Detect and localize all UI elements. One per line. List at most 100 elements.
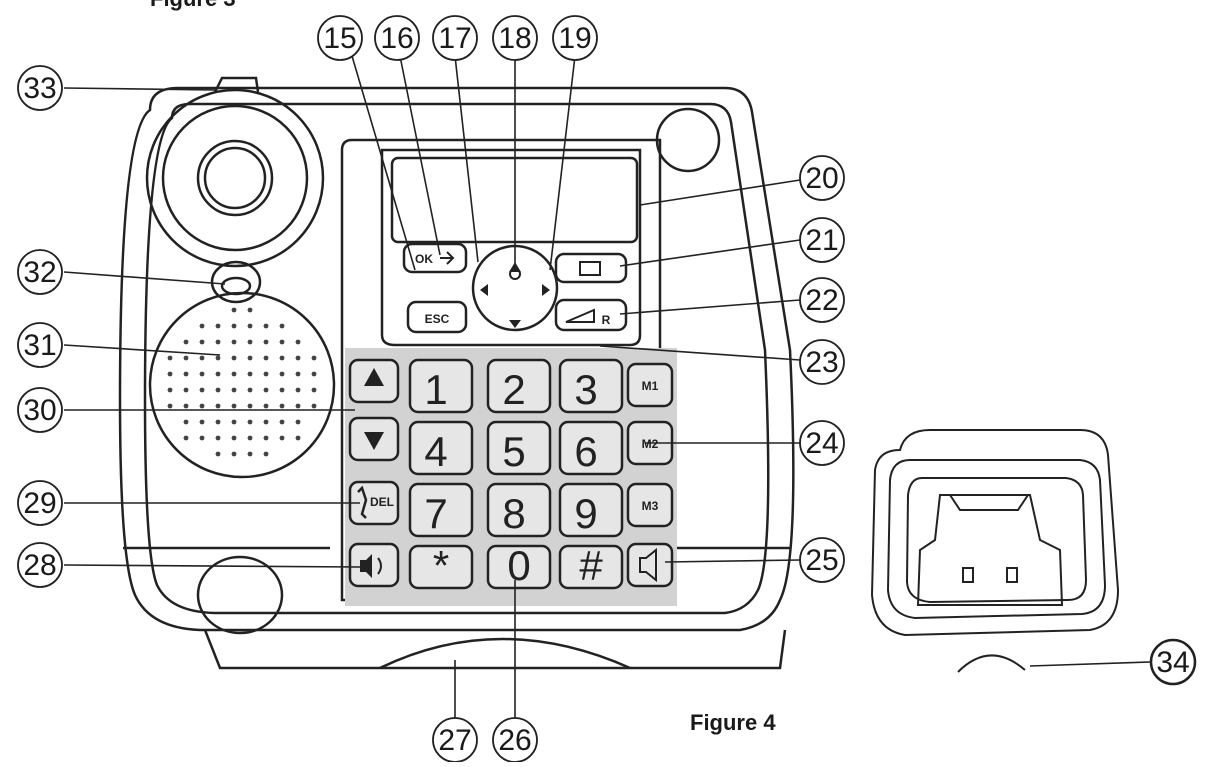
charger-cradle-top	[949, 494, 1029, 511]
phonebook-button	[554, 252, 628, 284]
callout-number-33: 33	[23, 72, 56, 105]
keypad-key-10[interactable]	[408, 544, 474, 590]
grille-hole	[247, 323, 253, 329]
del-label: DEL	[370, 495, 394, 509]
keypad-digit-label: 8	[502, 490, 525, 537]
grille-hole	[279, 419, 285, 425]
grille-hole	[295, 339, 301, 345]
grille-hole	[215, 403, 221, 409]
handsfree-button[interactable]	[348, 542, 400, 588]
callout-number-17: 17	[438, 22, 471, 55]
grille-hole	[247, 435, 253, 441]
grille-hole	[215, 387, 221, 393]
esc-label: ESC	[425, 312, 450, 326]
keypad-key-12[interactable]	[558, 544, 624, 590]
keypad-key-1[interactable]	[408, 358, 474, 414]
grille-hole	[199, 355, 205, 361]
callout-circle-29	[17, 480, 63, 526]
ok-button	[402, 242, 468, 274]
keypad-key-7[interactable]	[408, 482, 474, 538]
grille-hole	[247, 339, 253, 345]
grille-hole	[295, 355, 301, 361]
callout-number-20: 20	[805, 162, 838, 195]
grille-hole	[295, 387, 301, 393]
callout-number-22: 22	[805, 284, 838, 317]
grille-hole	[231, 339, 237, 345]
grille-hole	[295, 419, 301, 425]
speaker-rim	[148, 291, 336, 479]
grille-hole	[231, 403, 237, 409]
grille-hole	[263, 387, 269, 393]
grille-hole	[215, 323, 221, 329]
grille-hole	[231, 355, 237, 361]
keypad-key-3[interactable]	[558, 358, 624, 414]
keypad-key-11[interactable]	[486, 544, 552, 590]
grille-hole	[263, 339, 269, 345]
callout-circle-16	[374, 15, 420, 61]
keypad-digit-label: 9	[574, 490, 597, 537]
earpiece-mid	[161, 104, 309, 252]
grille-hole	[295, 403, 301, 409]
charger-cradle	[916, 494, 1064, 606]
grille-hole	[231, 323, 237, 329]
r-label: R	[602, 313, 611, 327]
callout-number-26: 26	[498, 724, 531, 757]
grille-hole	[215, 355, 221, 361]
keypad-key-2[interactable]	[486, 358, 552, 414]
earpiece-outer	[145, 88, 325, 268]
keypad-key-4[interactable]	[408, 420, 474, 476]
callout-number-31: 31	[23, 329, 56, 362]
keypad-digit-label: 5	[502, 428, 525, 475]
grille-hole	[183, 387, 189, 393]
callout-circle-17	[432, 15, 478, 61]
keypad-digit-label: 6	[574, 428, 597, 475]
grille-hole	[263, 419, 269, 425]
callout-circle-19	[552, 15, 598, 61]
keypad-key-6[interactable]	[558, 420, 624, 476]
memory-m1-button[interactable]	[626, 362, 674, 408]
grille-hole	[183, 419, 189, 425]
sound-wave-icon	[377, 557, 382, 575]
keypad-digit-label: 1	[424, 366, 447, 413]
callout-number-24: 24	[805, 427, 838, 460]
charger-inner	[905, 477, 1088, 604]
handset-notch	[379, 637, 631, 670]
nav-right-icon	[542, 284, 550, 296]
keypad-key-9[interactable]	[558, 482, 624, 538]
nav-down-icon	[509, 320, 521, 328]
foot-left	[196, 555, 284, 635]
grille-hole	[199, 403, 205, 409]
grille-hole	[199, 323, 205, 329]
grille-hole	[231, 307, 237, 313]
display-housing	[380, 148, 642, 347]
callout-circle-28	[17, 542, 63, 588]
memory-m3-button[interactable]	[626, 482, 674, 528]
grille-hole	[199, 371, 205, 377]
grille-hole	[263, 371, 269, 377]
callout-number-32: 32	[23, 256, 56, 289]
grille-hole	[263, 435, 269, 441]
figure-caption: Figure 4	[690, 710, 776, 735]
keypad-digit-label: 7	[424, 490, 447, 537]
speaker-icon	[360, 554, 372, 578]
charger-unit	[870, 429, 1120, 673]
callout-number-23: 23	[805, 346, 838, 379]
charge-contact-left	[962, 567, 974, 583]
callout-number-19: 19	[558, 22, 591, 55]
keypad-digit-label: *	[433, 542, 449, 589]
callout-circle-22	[799, 277, 845, 323]
keypad-key-8[interactable]	[486, 482, 552, 538]
speakerphone-button[interactable]	[626, 542, 674, 588]
handset-icon	[357, 485, 368, 519]
grille-hole	[263, 451, 269, 457]
grille-hole	[183, 371, 189, 377]
alert-icon	[364, 368, 384, 386]
keypad-key-5[interactable]	[486, 420, 552, 476]
grille-hole	[215, 419, 221, 425]
grille-hole	[199, 339, 205, 345]
grille-hole	[279, 435, 285, 441]
